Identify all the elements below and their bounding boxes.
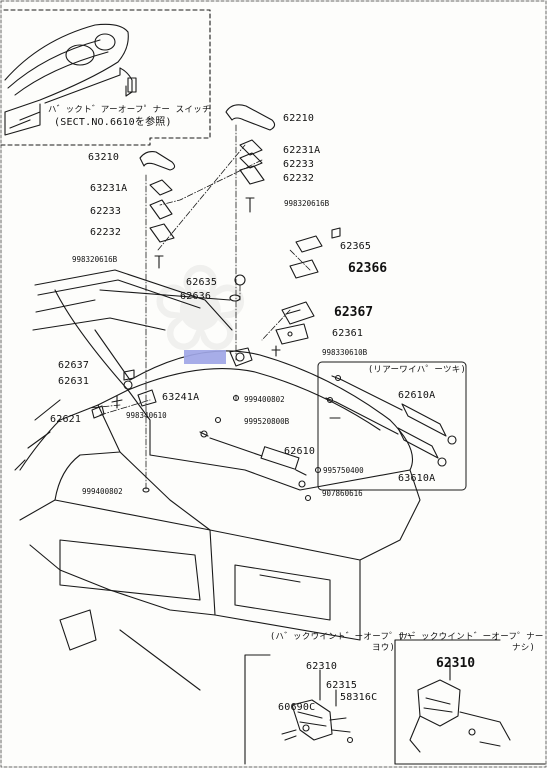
part-63231A: 63231A: [90, 183, 128, 194]
callout-inset-left: (ハ゛ックウイント゛ーオーフ゜ナー: [270, 632, 416, 642]
gas-struts: [199, 361, 467, 502]
part-63610A: 63610A: [398, 473, 436, 484]
part-62361: 62361: [332, 328, 364, 339]
part-62310-left: 62310: [306, 661, 338, 672]
callout-rear-wiper: (リアーワイハ゜ーツキ): [368, 365, 466, 375]
callout-inset-left-suffix: ヨウ): [372, 643, 396, 653]
part-62231A-right: 62231A: [283, 145, 321, 156]
part-62233-left: 62233: [90, 206, 122, 217]
car-body: [14, 269, 421, 691]
part-62367: 62367: [334, 305, 374, 320]
part-62610: 62610: [284, 446, 316, 457]
part-62636: 62636: [180, 291, 212, 302]
part-999400802-a: 999400802: [244, 395, 285, 404]
part-998340610: 998340610: [126, 411, 167, 420]
callout-inset-right-suffix: ナシ): [512, 643, 536, 653]
part-999400802-b: 999400802: [82, 487, 123, 496]
callout-switch-label: ハ゛ックト゛アーオーフ゜ナー スイッチ: [48, 105, 211, 115]
part-998320616B-right: 998320616B: [284, 199, 330, 208]
part-58316C: 58316C: [340, 692, 378, 703]
part-998320616B-left: 998320616B: [72, 255, 118, 264]
part-907860616: 907860616: [322, 489, 363, 498]
part-62621: 62621: [50, 414, 82, 425]
part-62637: 62637: [58, 360, 90, 371]
dashboard-inset: [0, 9, 211, 146]
part-62232-right: 62232: [283, 173, 315, 184]
callout-switch-ref: (SECT.NO.6610を参照): [54, 117, 172, 128]
part-62365: 62365: [340, 241, 372, 252]
part-998330610B: 998330610B: [322, 348, 368, 357]
part-999520800B: 999520800B: [244, 417, 290, 426]
hinge-parts: [91, 104, 341, 493]
part-62315: 62315: [326, 680, 358, 691]
part-62310-right: 62310: [436, 656, 476, 671]
bottom-insets: [244, 639, 546, 765]
part-60690C: 60690C: [278, 702, 316, 713]
part-62232-left: 62232: [90, 227, 122, 238]
callout-inset-right: (ハ゛ックウイント゛ーオーフ゜ナー: [398, 632, 544, 642]
part-63241A: 63241A: [162, 392, 200, 403]
part-63210: 63210: [88, 152, 120, 163]
part-995750400: 995750400: [323, 466, 364, 475]
part-62631: 62631: [58, 376, 90, 387]
part-62610A: 62610A: [398, 390, 436, 401]
part-62366: 62366: [348, 261, 388, 276]
part-62233-right: 62233: [283, 159, 315, 170]
part-62635: 62635: [186, 277, 218, 288]
highlight-marker: [184, 350, 226, 364]
part-62210: 62210: [283, 113, 315, 124]
